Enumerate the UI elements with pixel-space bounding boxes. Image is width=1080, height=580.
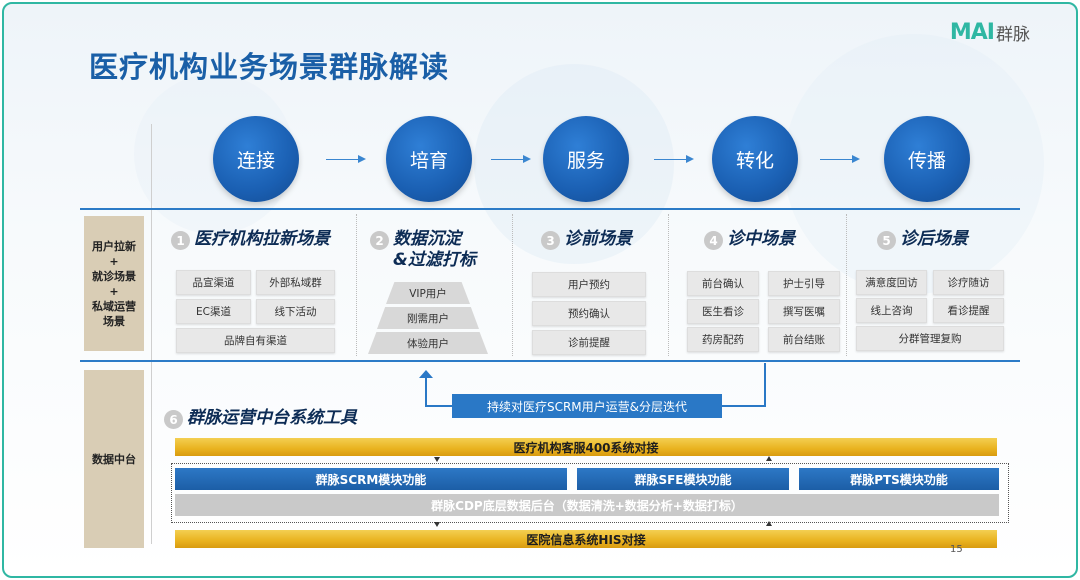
section-4-number: 4 xyxy=(704,231,723,250)
section-3-number: 3 xyxy=(541,231,560,250)
scene-item: 预约确认 xyxy=(532,301,646,326)
stage-arrow xyxy=(491,155,531,163)
continuous-iteration-banner: 持续对医疗SCRM用户运营&分层迭代 xyxy=(452,394,722,418)
section-4-header: 4 诊中场景 xyxy=(704,229,795,250)
scene-item: 前台确认 xyxy=(687,271,759,296)
stage-arrow xyxy=(654,155,694,163)
scene-item: 诊前提醒 xyxy=(532,330,646,355)
section-separator xyxy=(846,214,847,356)
section-separator xyxy=(356,214,357,356)
page-title: 医疗机构业务场景群脉解读 xyxy=(89,50,450,84)
section-1-number: 1 xyxy=(171,231,190,250)
scene-item: 前台结账 xyxy=(768,327,840,352)
down-arrow-icon xyxy=(434,522,440,527)
scene-item: 药房配药 xyxy=(687,327,759,352)
section-2-number: 2 xyxy=(370,231,389,250)
logo-mark: MAI xyxy=(949,20,995,45)
platform-modules-box xyxy=(171,463,1009,523)
scene-item: 线下活动 xyxy=(256,299,335,324)
brand-logo: MAI 群脉 xyxy=(950,20,1030,45)
section-bottom-divider xyxy=(80,360,1020,362)
pyramid-level-trial: 体验用户 xyxy=(368,332,488,354)
section-2-title-line1: 数据沉淀 xyxy=(393,229,461,249)
logo-name: 群脉 xyxy=(996,25,1030,45)
pyramid-level-rigid: 刚需用户 xyxy=(377,307,479,329)
section-5-header: 5 诊后场景 xyxy=(877,229,968,250)
scene-item: 护士引导 xyxy=(768,271,840,296)
up-arrow-icon xyxy=(766,521,772,526)
scene-item: 线上咨询 xyxy=(856,298,927,323)
his-integration-bar: 医院信息系统HIS对接 xyxy=(175,530,997,548)
loop-connector xyxy=(419,370,433,378)
section-5-number: 5 xyxy=(877,231,896,250)
scrm-module: 群脉SCRM模块功能 xyxy=(175,468,567,490)
scene-item: 撰写医嘱 xyxy=(768,299,840,324)
stage-arrow xyxy=(326,155,366,163)
section-6-number: 6 xyxy=(164,410,183,429)
section-separator xyxy=(512,214,513,356)
up-arrow-icon xyxy=(766,456,772,461)
loop-connector xyxy=(720,405,766,407)
section-top-divider xyxy=(80,208,1020,210)
stage-arrow xyxy=(820,155,860,163)
section-1-title: 医疗机构拉新场景 xyxy=(194,229,330,249)
loop-connector xyxy=(425,376,427,407)
section-2-header: 2 数据沉淀 &过滤打标 xyxy=(370,229,476,271)
section-2-title: 数据沉淀 &过滤打标 xyxy=(393,229,476,271)
stage-circle-convert: 转化 xyxy=(712,116,798,202)
scene-item: 分群管理复购 xyxy=(856,326,1004,351)
section-4-title: 诊中场景 xyxy=(727,229,795,249)
section-6-title: 群脉运营中台系统工具 xyxy=(187,408,357,428)
left-axis-line xyxy=(151,124,152,544)
scene-item: 外部私域群 xyxy=(256,270,335,295)
section-3-header: 3 诊前场景 xyxy=(541,229,632,250)
scene-item: 品宣渠道 xyxy=(176,270,251,295)
section-3-title: 诊前场景 xyxy=(564,229,632,249)
pts-module: 群脉PTS模块功能 xyxy=(799,468,999,490)
scene-item: 品牌自有渠道 xyxy=(176,328,335,353)
stage-circle-service: 服务 xyxy=(543,116,629,202)
scene-item: 用户预约 xyxy=(532,272,646,297)
stage-circle-connect: 连接 xyxy=(213,116,299,202)
section-6-header: 6 群脉运营中台系统工具 xyxy=(164,408,357,429)
stage-circle-nurture: 培育 xyxy=(386,116,472,202)
stage-circle-spread: 传播 xyxy=(884,116,970,202)
section-5-title: 诊后场景 xyxy=(900,229,968,249)
scene-item: 医生看诊 xyxy=(687,299,759,324)
page-number: 15 xyxy=(950,544,963,555)
pyramid-level-vip: VIP用户 xyxy=(386,282,470,304)
down-arrow-icon xyxy=(434,457,440,462)
loop-connector xyxy=(425,405,454,407)
side-label-data-platform: 数据中台 xyxy=(84,370,144,548)
side-label-scenarios: 用户拉新 + 就诊场景 + 私域运营 场景 xyxy=(84,216,144,351)
scene-item: 看诊提醒 xyxy=(933,298,1004,323)
customer-service-400-bar: 医疗机构客服400系统对接 xyxy=(175,438,997,456)
scene-item: 诊疗随访 xyxy=(933,270,1004,295)
scene-item: EC渠道 xyxy=(176,299,251,324)
scene-item: 满意度回访 xyxy=(856,270,927,295)
cdp-data-backend: 群脉CDP底层数据后台（数据清洗+数据分析+数据打标） xyxy=(175,494,999,516)
section-1-header: 1 医疗机构拉新场景 xyxy=(171,229,330,250)
sfe-module: 群脉SFE模块功能 xyxy=(577,468,789,490)
section-2-title-line2: &过滤打标 xyxy=(393,250,476,270)
section-separator xyxy=(668,214,669,356)
loop-connector xyxy=(764,363,766,407)
